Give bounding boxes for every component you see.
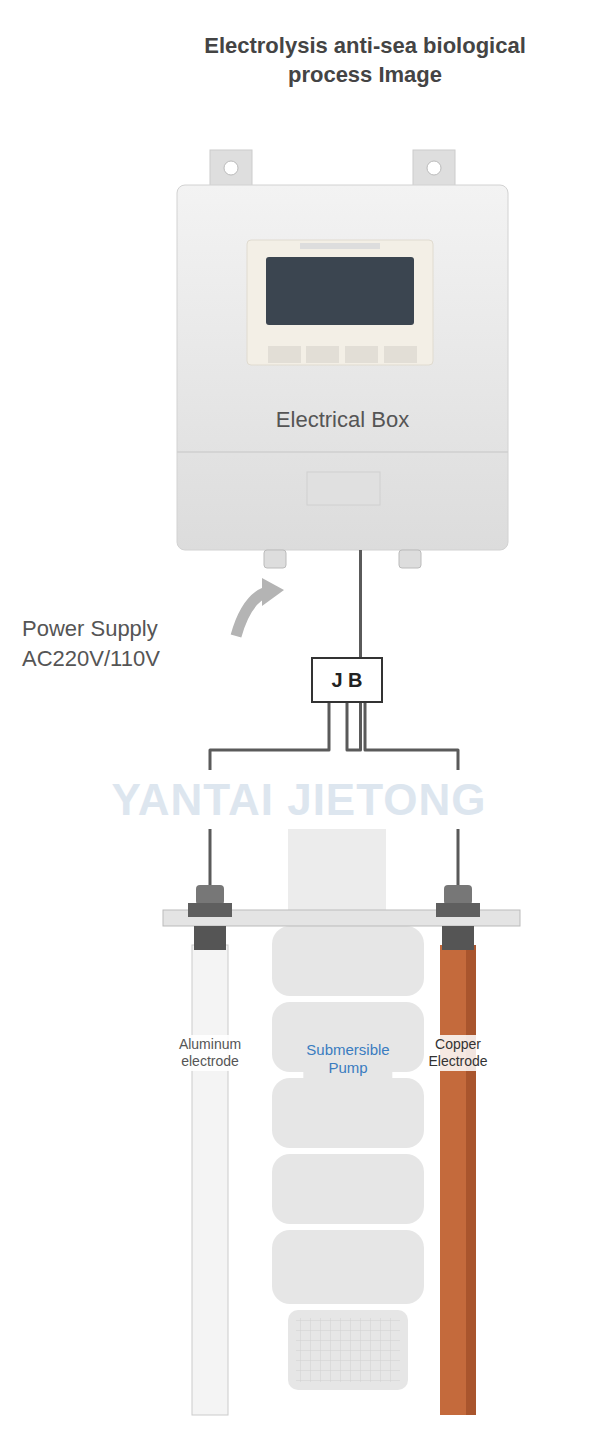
wire	[347, 550, 361, 750]
electrode-cap	[436, 903, 480, 917]
panel-strip	[300, 243, 380, 249]
electrode-cap	[194, 926, 226, 950]
cable-glands	[264, 550, 421, 568]
panel-button	[268, 346, 301, 363]
cable-gland	[264, 550, 286, 568]
display-panel	[247, 240, 433, 365]
pump-segment	[272, 1230, 424, 1304]
arrow-shaft	[236, 592, 266, 636]
mount-hole	[224, 161, 238, 175]
copper-rod-shade	[466, 945, 476, 1415]
node-label: Electrical Box	[276, 407, 409, 433]
panel-button	[306, 346, 339, 363]
panel-button	[345, 346, 378, 363]
junction-box: J B	[311, 657, 383, 703]
panel-button	[384, 346, 417, 363]
watermark: YANTAI JIETONG	[107, 770, 490, 829]
pump	[272, 820, 424, 1390]
copper-electrode: Copper Electrode	[413, 885, 503, 1415]
pump-head	[288, 820, 386, 912]
display-screen	[266, 257, 414, 325]
electrode-cap	[196, 885, 224, 905]
box-plate	[307, 472, 380, 505]
aluminum-rod	[188, 885, 232, 1415]
pump-segment	[272, 1154, 424, 1224]
electrical-box: Electrical Box	[177, 185, 508, 550]
pump-segment	[272, 1078, 424, 1148]
node-label: Aluminum electrode	[176, 1035, 244, 1071]
node-label: J B	[331, 668, 362, 692]
node-label: Submersible Pump	[303, 1040, 392, 1078]
electrode-cap	[188, 903, 232, 917]
copper-rod	[436, 885, 480, 1415]
electrode-cap	[442, 926, 474, 950]
pump-segment	[272, 926, 424, 996]
diagram-title: Electrolysis anti-sea biological process…	[175, 32, 555, 89]
node-label: Copper Electrode	[425, 1035, 490, 1071]
power-supply-label: Power Supply AC220V/110V	[22, 614, 197, 673]
submersible-pump: Submersible Pump	[272, 820, 424, 1390]
pump-intake	[288, 1310, 408, 1390]
box-housing	[177, 185, 508, 550]
electrode-cap	[444, 885, 472, 905]
aluminum-rod-body	[192, 945, 228, 1415]
power-arrow	[236, 578, 284, 636]
copper-rod-body	[440, 945, 476, 1415]
arrow-head	[262, 578, 284, 606]
box-body	[177, 185, 508, 550]
box-seam	[177, 451, 508, 453]
cable-gland	[399, 550, 421, 568]
mount-hole	[427, 161, 441, 175]
intake-screen	[296, 1318, 400, 1382]
aluminum-electrode: Aluminum electrode	[165, 885, 255, 1415]
